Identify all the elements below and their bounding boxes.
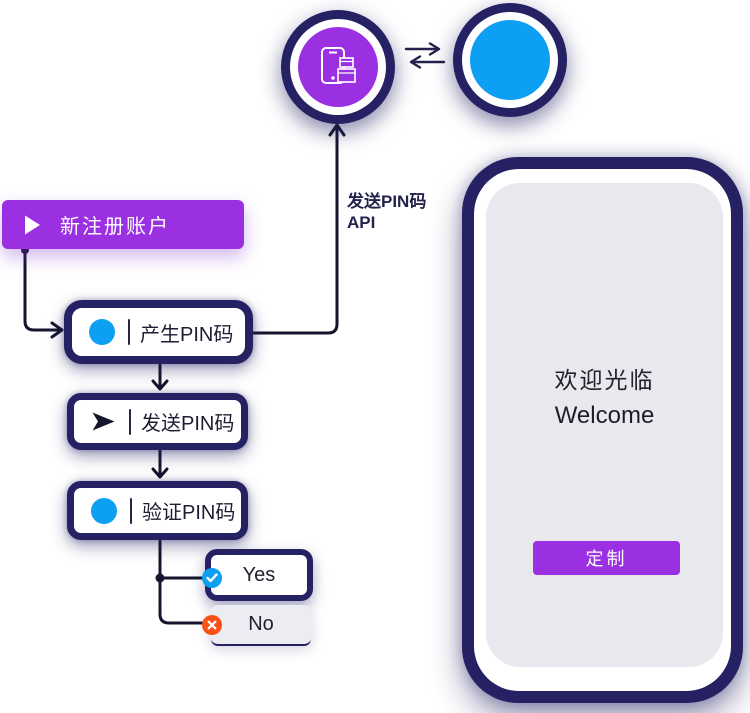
device-channel-circle[interactable] — [290, 19, 386, 115]
branch-node-no[interactable]: No — [202, 605, 312, 644]
greeting-english: Welcome — [554, 402, 655, 429]
step-node-generate-pin[interactable]: 产生PIN码 — [64, 300, 253, 364]
branch-label: Yes — [242, 563, 276, 586]
phone-bezel: 欢迎光临 Welcome 定制 — [474, 169, 731, 691]
phone-screen: 欢迎光临 Welcome 定制 — [486, 183, 723, 667]
blue-dot-icon — [89, 319, 115, 345]
blue-app-circle — [470, 20, 550, 100]
divider — [130, 497, 132, 524]
step-label: 验证PIN码 — [142, 502, 236, 524]
check-icon — [202, 568, 222, 588]
api-label-line2: API — [347, 213, 376, 232]
step-label: 产生PIN码 — [140, 323, 234, 346]
play-icon — [25, 215, 40, 234]
customize-button[interactable]: 定制 — [533, 541, 680, 575]
step-node-send-pin[interactable]: 发送PIN码 — [67, 393, 248, 450]
step-label: 发送PIN码 — [141, 413, 235, 435]
api-label-line1: 发送PIN码 — [347, 192, 427, 211]
phone-and-boxes-icon — [321, 47, 356, 84]
greeting-chinese: 欢迎光临 — [554, 367, 655, 393]
divider — [129, 408, 131, 435]
cross-icon — [202, 614, 222, 635]
api-label: 发送PIN码 API — [347, 191, 426, 233]
blue-dot-icon — [91, 497, 117, 524]
bidirectional-arrows-icon — [404, 42, 446, 69]
phone-mockup: 欢迎光临 Welcome 定制 — [462, 157, 743, 703]
device-circle-face — [298, 27, 378, 107]
send-icon — [91, 411, 116, 432]
step-node-verify-pin[interactable]: 验证PIN码 — [67, 481, 248, 540]
branch-node-yes[interactable]: Yes — [202, 549, 313, 601]
trigger-label: 新注册账户 — [60, 216, 170, 238]
trigger-node-new-account[interactable]: 新注册账户 — [2, 200, 244, 249]
divider — [128, 319, 130, 345]
branch-label: No — [248, 613, 274, 635]
app-channel-circle[interactable] — [462, 12, 558, 108]
